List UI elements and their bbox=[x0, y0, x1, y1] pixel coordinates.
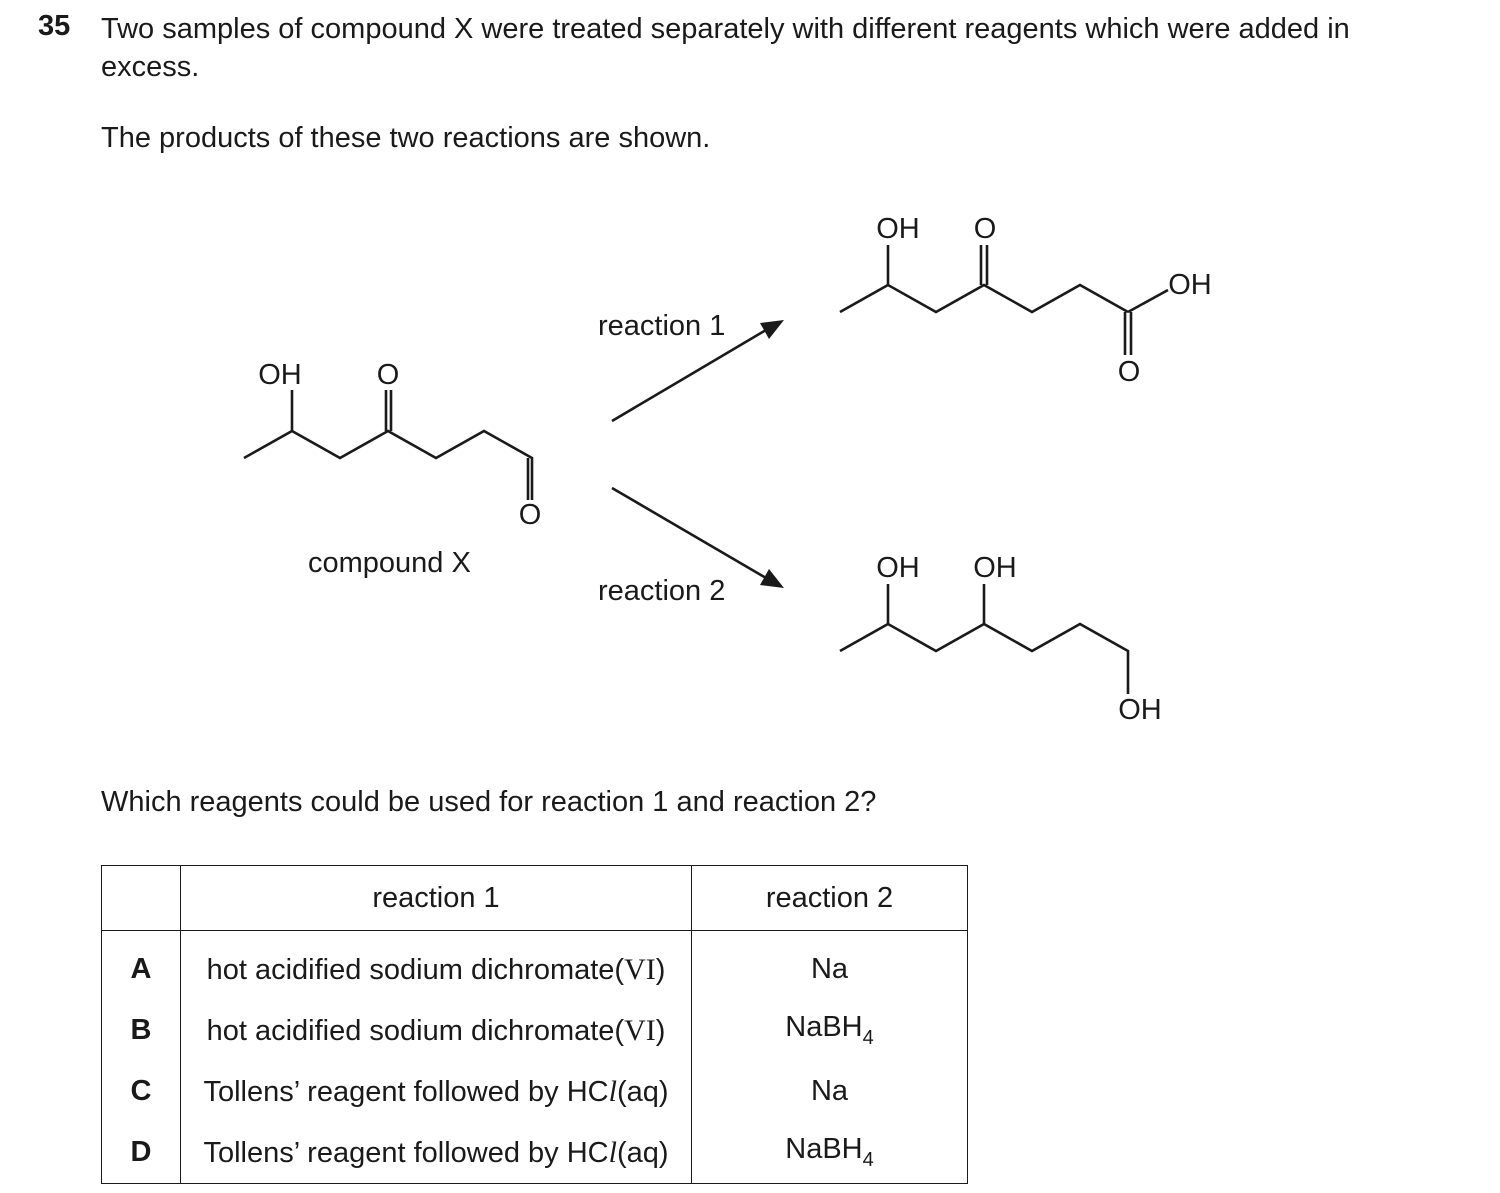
compound-x-oh-label: OH bbox=[258, 359, 302, 391]
reaction-diagram: OH O O compound X reaction 1 reaction 2 … bbox=[243, 213, 1212, 726]
product-2-oh-label-2: OH bbox=[973, 552, 1017, 584]
product-1-ketone-o-label: O bbox=[974, 213, 997, 245]
product-1-acid-oh-label: OH bbox=[1168, 269, 1212, 301]
option-letter: D bbox=[130, 1136, 152, 1168]
product-1-structure: OH O OH O bbox=[839, 213, 1212, 388]
table-row: C Tollens’ reagent followed by HCl(aq) N… bbox=[102, 1061, 968, 1122]
option-reaction-2: Na bbox=[691, 1061, 968, 1122]
option-reaction-1: hot acidified sodium dichromate(VI) bbox=[180, 930, 692, 1000]
product-2-oh-label-1: OH bbox=[876, 552, 920, 584]
answer-table: reaction 1 reaction 2 A hot acidified so… bbox=[101, 865, 968, 1184]
product-2-oh-label-3: OH bbox=[1118, 694, 1162, 726]
option-reaction-1: Tollens’ reagent followed by HCl(aq) bbox=[180, 1122, 692, 1184]
option-reaction-2: Na bbox=[691, 930, 968, 1000]
table-row: D Tollens’ reagent followed by HCl(aq) N… bbox=[102, 1122, 968, 1184]
product-2-structure: OH OH OH bbox=[839, 552, 1162, 726]
table-row: A hot acidified sodium dichromate(VI) Na bbox=[102, 930, 968, 1000]
compound-x-structure: OH O O bbox=[243, 359, 542, 531]
option-reaction-1: Tollens’ reagent followed by HCl(aq) bbox=[180, 1061, 692, 1122]
option-letter: B bbox=[130, 1014, 152, 1046]
question-prompt: Which reagents could be used for reactio… bbox=[101, 786, 877, 818]
option-reaction-2: NaBH4 bbox=[691, 1000, 968, 1061]
reaction-1-arrow bbox=[611, 328, 767, 423]
option-letter: C bbox=[130, 1075, 152, 1107]
reaction-2-label: reaction 2 bbox=[598, 575, 725, 607]
option-letter: A bbox=[130, 953, 152, 985]
table-header-row: reaction 1 reaction 2 bbox=[101, 865, 968, 931]
product-1-oh-label: OH bbox=[876, 213, 920, 245]
option-reaction-2: NaBH4 bbox=[691, 1122, 968, 1184]
product-1-acid-o-label: O bbox=[1118, 356, 1141, 388]
option-reaction-1: hot acidified sodium dichromate(VI) bbox=[180, 1000, 692, 1061]
table-header-reaction-1: reaction 1 bbox=[180, 865, 692, 931]
table-header-letter bbox=[101, 865, 181, 931]
compound-x-label: compound X bbox=[308, 547, 471, 579]
compound-x-aldehyde-o-label: O bbox=[519, 499, 542, 531]
reaction-2-arrowhead bbox=[760, 569, 784, 588]
question-number: 35 bbox=[38, 10, 71, 42]
intro-text: The products of these two reactions are … bbox=[101, 122, 711, 154]
reaction-2-arrow bbox=[611, 486, 767, 580]
question-text: Two samples of compound X were treated s… bbox=[101, 13, 1350, 83]
table-header-reaction-2: reaction 2 bbox=[691, 865, 968, 931]
reaction-1-arrowhead bbox=[760, 320, 784, 339]
reaction-1-label: reaction 1 bbox=[598, 310, 725, 342]
compound-x-ketone-o-label: O bbox=[377, 359, 400, 391]
table-row: B hot acidified sodium dichromate(VI) Na… bbox=[102, 1000, 968, 1061]
